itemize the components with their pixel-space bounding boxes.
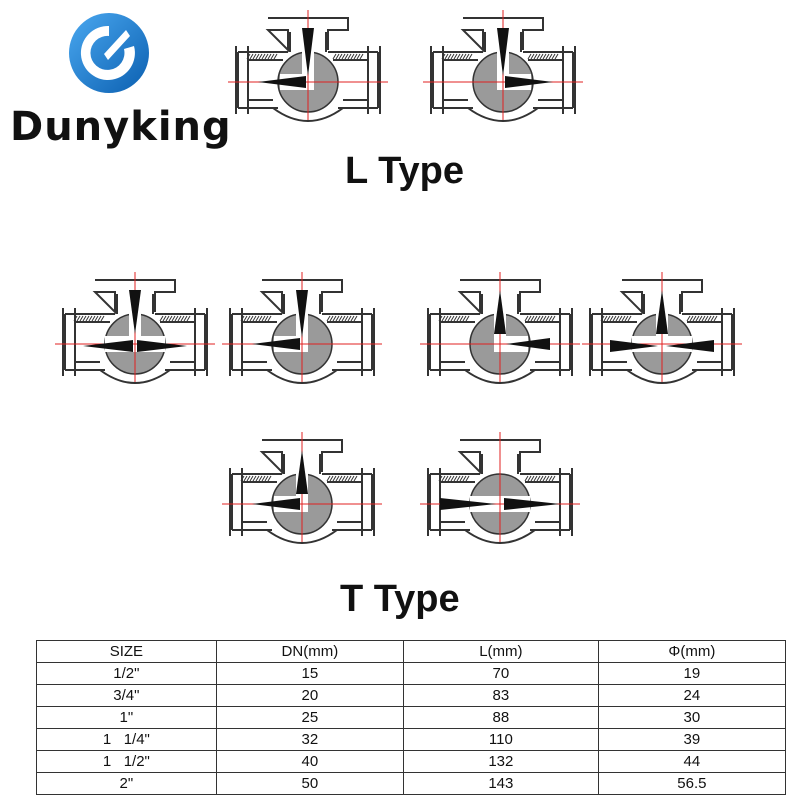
- brand-name: Dunyking: [10, 104, 232, 150]
- valve-body-outline: [262, 279, 343, 312]
- flow-arrow: [610, 340, 658, 352]
- valve-body-outline: [460, 279, 541, 312]
- flow-arrow: [258, 76, 306, 88]
- t-type-heading: T Type: [340, 578, 460, 620]
- flow-arrow: [497, 28, 509, 76]
- t-type-valve-1: [55, 272, 215, 384]
- flow-arrow: [506, 338, 550, 350]
- valve-body-outline: [262, 439, 343, 472]
- cell-l: 70: [403, 662, 599, 685]
- flow-arrow: [504, 498, 560, 510]
- cell-phi: 56.5: [597, 772, 787, 795]
- flow-arrow: [296, 290, 308, 338]
- cell-phi: 24: [597, 684, 787, 707]
- t-type-valve-2: [222, 272, 382, 384]
- col-phi: Φ(mm): [597, 640, 787, 663]
- col-size: SIZE: [36, 640, 217, 663]
- flow-arrow: [252, 498, 300, 510]
- t-type-valve-4: [582, 272, 742, 384]
- flow-arrow: [296, 450, 308, 494]
- cell-phi: 39: [597, 728, 787, 751]
- l-type-valve-2: [423, 10, 583, 122]
- table-row: 2" 50 143 56.5: [36, 772, 787, 795]
- cell-phi: 30: [597, 706, 787, 729]
- table-row: 1 1/4" 32 110 39: [36, 728, 787, 751]
- flow-arrow: [137, 340, 187, 352]
- flow-arrow: [494, 290, 506, 334]
- cell-l: 88: [403, 706, 599, 729]
- cell-size: 1 1/4": [36, 728, 217, 751]
- table-row: 1 1/2" 40 132 44: [36, 750, 787, 773]
- cell-dn: 25: [215, 706, 405, 729]
- flow-arrow: [252, 338, 300, 350]
- l-type-heading: L Type: [345, 150, 464, 192]
- flow-arrow: [83, 340, 133, 352]
- t-type-valve-3: [420, 272, 580, 384]
- cell-dn: 20: [215, 684, 405, 707]
- spec-table: SIZE DN(mm) L(mm) Φ(mm) 1/2" 15 70 19 3/…: [36, 640, 787, 795]
- l-type-valve-1: [228, 10, 388, 122]
- flow-arrow: [666, 340, 714, 352]
- table-row: 1/2" 15 70 19: [36, 662, 787, 685]
- brand-logo-icon: [69, 13, 149, 93]
- flow-arrow: [440, 498, 496, 510]
- cell-size: 3/4": [36, 684, 217, 707]
- flow-arrow: [129, 290, 141, 334]
- cell-l: 132: [403, 750, 599, 773]
- col-l: L(mm): [403, 640, 599, 663]
- cell-dn: 15: [215, 662, 405, 685]
- cell-l: 110: [403, 728, 599, 751]
- cell-size: 1": [36, 706, 217, 729]
- cell-l: 143: [403, 772, 599, 795]
- cell-l: 83: [403, 684, 599, 707]
- valve-body-outline: [460, 439, 541, 472]
- cell-phi: 19: [597, 662, 787, 685]
- cell-size: 2": [36, 772, 217, 795]
- cell-size: 1/2": [36, 662, 217, 685]
- col-dn: DN(mm): [215, 640, 405, 663]
- valve-body-outline: [95, 279, 176, 312]
- cell-phi: 44: [597, 750, 787, 773]
- valve-body-outline: [268, 17, 349, 50]
- valve-body-outline: [622, 279, 703, 312]
- table-row: 3/4" 20 83 24: [36, 684, 787, 707]
- cell-size: 1 1/2": [36, 750, 217, 773]
- cell-dn: 50: [215, 772, 405, 795]
- flow-arrow: [302, 28, 314, 76]
- valve-body-outline: [463, 17, 544, 50]
- cell-dn: 32: [215, 728, 405, 751]
- t-type-valve-6: [420, 432, 580, 544]
- flow-arrow: [505, 76, 553, 88]
- flow-arrow: [656, 290, 668, 334]
- table-row: 1" 25 88 30: [36, 706, 787, 729]
- cell-dn: 40: [215, 750, 405, 773]
- t-type-valve-5: [222, 432, 382, 544]
- spec-table-header: SIZE DN(mm) L(mm) Φ(mm): [36, 640, 787, 663]
